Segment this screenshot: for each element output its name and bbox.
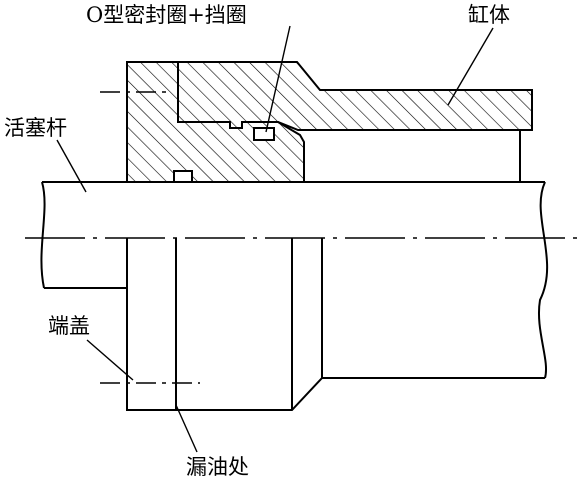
leader-leak	[175, 404, 198, 453]
leader-seal	[265, 25, 291, 133]
leader-rod	[56, 139, 87, 193]
o-ring-groove	[253, 127, 275, 141]
rod-right-break	[538, 181, 549, 379]
cylinder-body	[177, 61, 533, 131]
leader-cylinder	[447, 27, 494, 106]
label-rod: 活塞杆	[4, 116, 67, 140]
label-leak: 漏油处	[186, 455, 249, 479]
label-cylinder: 缸体	[468, 3, 510, 27]
leader-end-cap	[86, 339, 134, 381]
rod-left-break	[40, 181, 46, 289]
label-end-cap: 端盖	[48, 314, 90, 338]
rod-seal-groove	[173, 170, 193, 183]
label-seal: O型密封圈+挡圈	[86, 3, 247, 27]
